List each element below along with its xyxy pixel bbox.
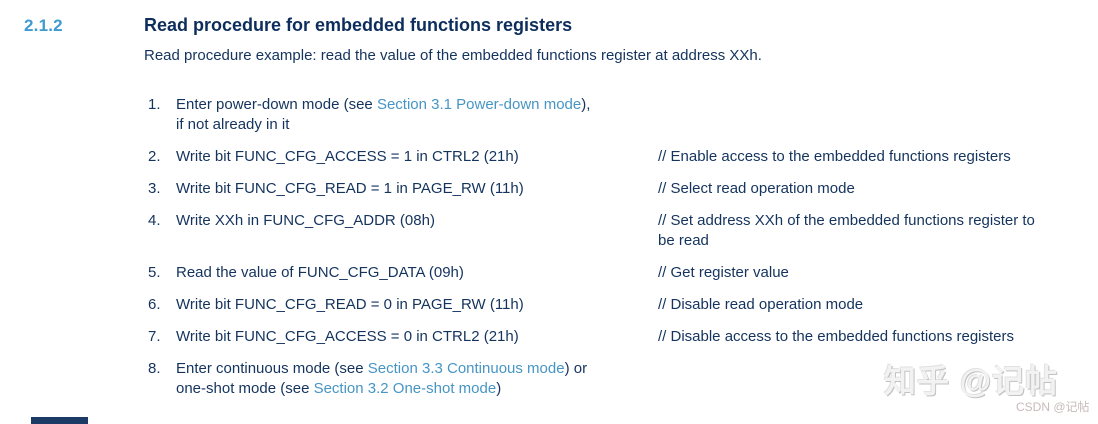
step-text-segment: Read the value of FUNC_CFG_DATA (09h) <box>176 264 464 281</box>
step-number: 5. <box>148 264 161 281</box>
step-row: 7. Write bit FUNC_CFG_ACCESS = 0 in CTRL2… <box>148 327 1098 347</box>
step-text: Write XXh in FUNC_CFG_ADDR (08h) <box>176 211 658 231</box>
step-text-segment: Enter power-down mode (see <box>176 96 377 113</box>
step-text-segment: Write XXh in FUNC_CFG_ADDR (08h) <box>176 212 435 229</box>
step-text-segment: Write bit FUNC_CFG_READ = 1 in PAGE_RW (… <box>176 180 524 197</box>
section-link[interactable]: Section 3.2 One-shot mode <box>313 380 497 397</box>
step-text: Write bit FUNC_CFG_READ = 0 in PAGE_RW (… <box>176 295 658 315</box>
step-text: Write bit FUNC_CFG_ACCESS = 0 in CTRL2 (… <box>176 327 658 347</box>
step-comment: // Disable access to the embedded functi… <box>658 328 1015 345</box>
step-text-segment: Write bit FUNC_CFG_ACCESS = 1 in CTRL2 (… <box>176 148 519 165</box>
step-row: 2. Write bit FUNC_CFG_ACCESS = 1 in CTRL2… <box>148 147 1098 167</box>
step-text-segment: ) or <box>564 360 588 377</box>
step-row: 3. Write bit FUNC_CFG_READ = 1 in PAGE_RW… <box>148 179 1098 199</box>
step-row: 1. Enter power-down mode (see Section 3.1… <box>148 95 1098 135</box>
step-text: Read the value of FUNC_CFG_DATA (09h) <box>176 263 658 283</box>
step-text-segment: if not already in it <box>176 116 290 133</box>
step-row: 4. Write XXh in FUNC_CFG_ADDR (08h) // Set… <box>148 211 1098 251</box>
page-subtitle: Read procedure example: read the value o… <box>144 47 762 64</box>
step-comment: // Get register value <box>658 264 789 281</box>
step-row: 5. Read the value of FUNC_CFG_DATA (09h) /… <box>148 263 1098 283</box>
step-text: Write bit FUNC_CFG_READ = 1 in PAGE_RW (… <box>176 179 658 199</box>
step-number: 6. <box>148 296 161 313</box>
step-number: 1. <box>148 96 161 113</box>
step-row: 8. Enter continuous mode (see Section 3.3… <box>148 359 1098 399</box>
step-text-segment: Write bit FUNC_CFG_ACCESS = 0 in CTRL2 (… <box>176 328 519 345</box>
step-comment: // Select read operation mode <box>658 180 855 197</box>
step-row: 6. Write bit FUNC_CFG_READ = 0 in PAGE_RW… <box>148 295 1098 315</box>
step-number: 3. <box>148 180 161 197</box>
step-text: Enter power-down mode (see Section 3.1 P… <box>176 95 658 135</box>
step-text-segment: ) <box>496 380 502 397</box>
step-text-segment: one-shot mode (see <box>176 380 314 397</box>
step-comment: // Enable access to the embedded functio… <box>658 148 1011 165</box>
section-link[interactable]: Section 3.1 Power-down mode <box>376 96 582 113</box>
watermark-zhihu: 知乎 @记帖 <box>884 363 1059 399</box>
page-title: Read procedure for embedded functions re… <box>144 15 573 35</box>
step-text: Enter continuous mode (see Section 3.3 C… <box>176 359 658 399</box>
step-text-segment: ), <box>581 96 591 113</box>
step-text: Write bit FUNC_CFG_ACCESS = 1 in CTRL2 (… <box>176 147 658 167</box>
step-number: 7. <box>148 328 161 345</box>
procedure-steps: 1. Enter power-down mode (see Section 3.1… <box>148 95 1098 411</box>
step-number: 8. <box>148 360 161 377</box>
step-text-segment: Write bit FUNC_CFG_READ = 0 in PAGE_RW (… <box>176 296 524 313</box>
step-text-segment: Enter continuous mode (see <box>176 360 368 377</box>
step-number: 4. <box>148 212 161 229</box>
step-comment: // Set address XXh of the embedded funct… <box>658 212 1035 249</box>
step-comment: // Disable read operation mode <box>658 296 864 313</box>
section-link[interactable]: Section 3.3 Continuous mode <box>367 360 565 377</box>
watermark-csdn: CSDN @记帖 <box>1016 400 1090 414</box>
section-number: 2.1.2 <box>24 16 63 35</box>
footer-bar-fragment <box>31 417 88 424</box>
step-number: 2. <box>148 148 161 165</box>
